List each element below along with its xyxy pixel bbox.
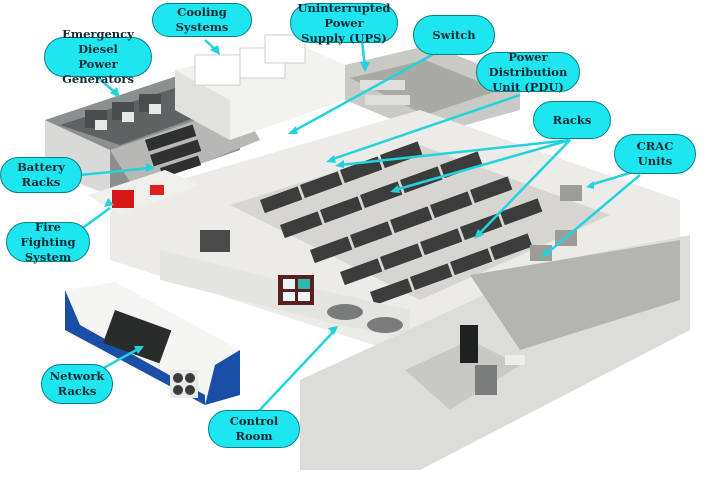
cooling-block xyxy=(175,34,345,140)
label-control-room: Control Room xyxy=(208,410,300,448)
label-text: Racks xyxy=(552,112,592,127)
fire-room xyxy=(88,170,200,215)
label-text: Racks xyxy=(57,384,97,398)
label-text: Cooling Systems xyxy=(175,5,229,34)
label-text: Control Room xyxy=(229,414,279,443)
label-text: CRAC Units xyxy=(636,139,674,168)
label-text: Uninterrupted Power xyxy=(297,0,391,30)
server-racks xyxy=(260,141,543,306)
label-text: Network xyxy=(49,369,105,383)
control-room xyxy=(160,250,410,340)
label-battery-racks: Battery Racks xyxy=(0,157,82,193)
annex xyxy=(300,235,690,470)
label-racks: Racks xyxy=(533,101,611,139)
label-crac-units: CRAC Units xyxy=(614,134,696,174)
label-text: Battery Racks xyxy=(17,160,65,189)
label-text: Unit (PDU) xyxy=(492,79,564,94)
label-cooling-systems: Cooling Systems xyxy=(152,3,252,37)
label-text: Fire Fighting xyxy=(20,219,76,249)
label-switch: Switch xyxy=(413,15,495,55)
label-text: Power Generators xyxy=(62,57,134,86)
label-text: System xyxy=(24,249,72,264)
label-text: Switch xyxy=(432,27,476,42)
arrow-heads xyxy=(104,45,594,354)
network-room xyxy=(65,282,240,405)
label-text: Supply (UPS) xyxy=(301,30,387,45)
pointer-arrows xyxy=(79,39,641,416)
label-text: Power Distribution xyxy=(488,49,568,79)
label-text: Emergency Diesel xyxy=(62,27,134,56)
